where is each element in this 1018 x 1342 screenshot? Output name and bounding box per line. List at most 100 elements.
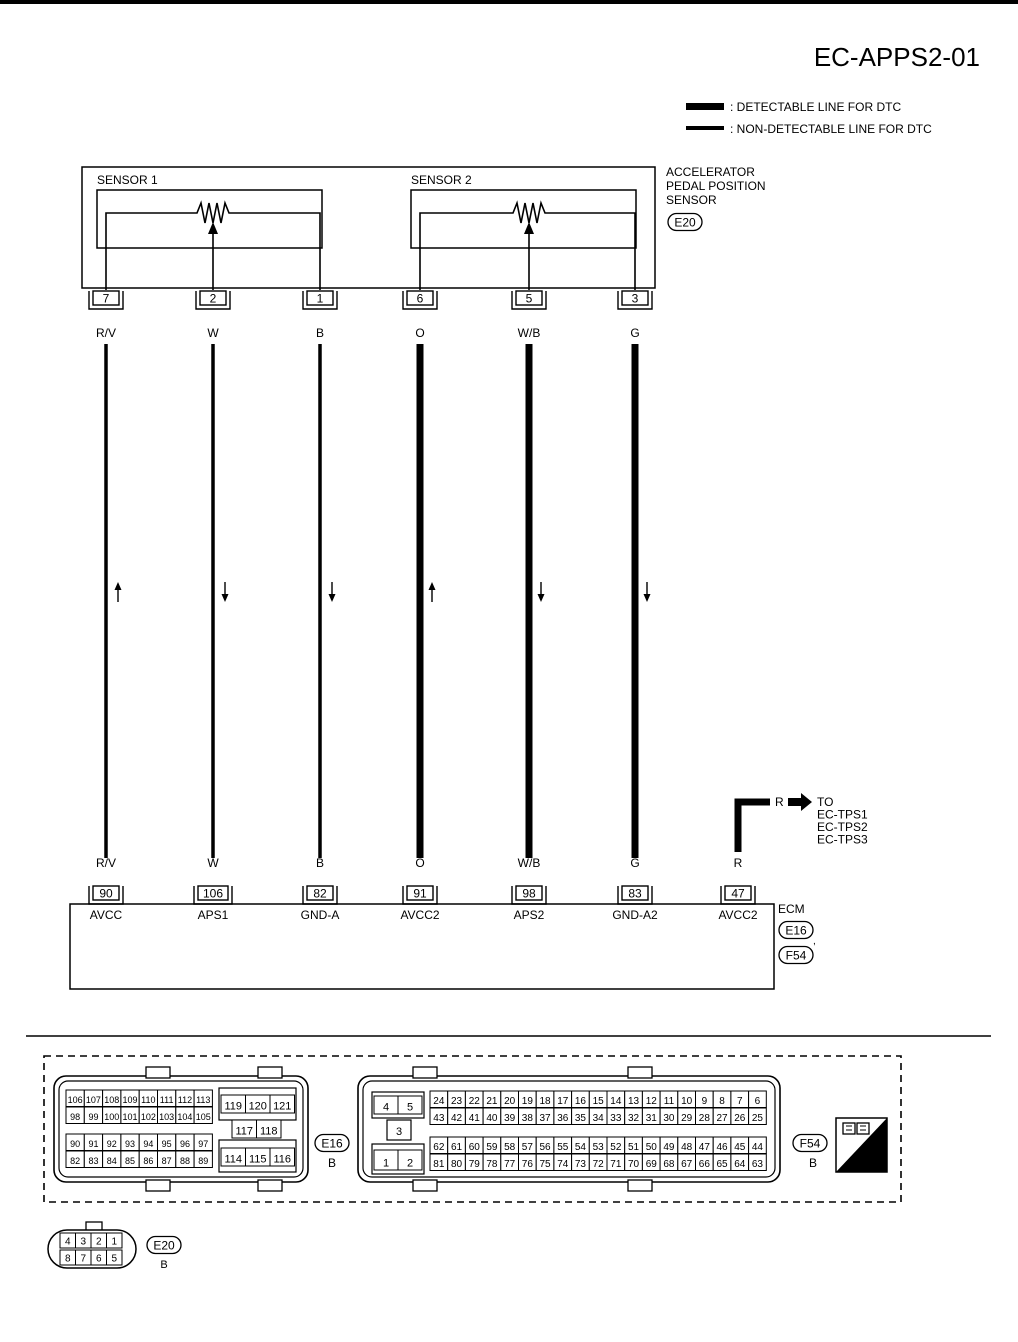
f54-row3-pin-80: 80 [451,1159,463,1170]
f54-row2-pin-53: 53 [593,1142,605,1153]
f54-row0-pin-23: 23 [451,1096,463,1107]
e16-row0-pin-106: 106 [68,1095,83,1105]
e16-row0-pin-109: 109 [123,1095,138,1105]
ecm-terminal-label-branch: AVCC2 [718,908,757,922]
e20-bottom-pin-8: 8 [65,1254,71,1265]
f54-row2-pin-59: 59 [486,1142,498,1153]
ecm-pin-106-box [197,885,229,901]
sensor2-wiper-arrow [524,222,534,234]
f54-row3-pin-72: 72 [593,1159,605,1170]
e16-block-top-pin-120: 120 [249,1101,267,1113]
e16-block-top-pin-119: 119 [224,1101,242,1113]
ecm-terminal-label-0: AVCC [90,908,123,922]
sensor-pin-1: 1 [317,292,324,306]
f54-row3-pin-68: 68 [663,1159,675,1170]
e16-row3-pin-88: 88 [180,1156,190,1166]
flow-arrow-down-4 [537,594,545,602]
f54-row3-pin-73: 73 [575,1159,587,1170]
e16-block-top-cell-121 [269,1094,295,1114]
f54-row0-pin-13: 13 [628,1096,640,1107]
hs-icon-diagonal [836,1118,887,1172]
e16-row1-cell-105 [193,1106,213,1124]
f54-row3-pin-71: 71 [610,1159,622,1170]
f54-row2-pin-50: 50 [646,1142,658,1153]
f54-row1-pin-41: 41 [469,1113,481,1124]
e16-row2-pin-95: 95 [162,1139,172,1149]
sensor-pin-5-bracket [511,291,547,310]
hs-icon-label: H.S. [849,1156,874,1171]
ecm-pin-91-box [406,885,434,901]
e16-row3-pin-86: 86 [143,1156,153,1166]
e16-row3-pin-85: 85 [125,1156,135,1166]
f54-row1-pin-35: 35 [575,1113,587,1124]
flow-arrow-up-0 [114,582,122,590]
ecm-pin-90-box [92,885,120,901]
f54-left-top-pin-5: 5 [407,1102,413,1114]
f54-row1-pin-40: 40 [486,1113,498,1124]
f54-left-bottom-cell-2 [397,1149,423,1171]
f54-row3-pin-78: 78 [486,1159,498,1170]
f54-row1-pin-27: 27 [716,1113,728,1124]
f54-row0-pin-20: 20 [504,1096,516,1107]
e16-block-mid-cell-118 [256,1119,282,1139]
sensor-connector-badge-frame [667,212,703,232]
e16-row0-pin-112: 112 [178,1095,192,1105]
branch-color-label: R [775,795,784,809]
sensor-pin-7-box [92,290,120,306]
f54-row1-pin-37: 37 [539,1113,551,1124]
f54-row2-pin-52: 52 [610,1142,622,1153]
wire-1 [211,344,215,858]
sensor-outer-box [81,166,656,289]
f54-row1-pin-39: 39 [504,1113,516,1124]
e16-body-tab-top-0 [145,1066,171,1079]
e16-row0-pin-107: 107 [86,1095,101,1105]
e20-view-badge-frame [146,1235,182,1255]
f54-view-color: B [809,1156,817,1170]
f54-body-tab-top-0 [412,1066,438,1079]
sensor-label-line-2: SENSOR [666,193,717,207]
e20-bottom-pin-6: 6 [96,1254,102,1265]
e16-row1-pin-100: 100 [104,1112,119,1122]
sensor2-potentiometer [419,200,636,290]
sensor-pin-7-bracket [88,291,124,310]
ecm-terminal-label-3: AVCC2 [400,908,439,922]
f54-left-top-cell-5 [397,1095,423,1115]
f54-row2-pin-48: 48 [681,1142,693,1153]
e16-row0-pin-113: 113 [196,1095,210,1105]
flow-arrow-down-2 [328,594,336,602]
ecm-pin-91: 91 [413,887,427,901]
ecm-pin-83-box [621,885,649,901]
e20-bottom-cell-5 [106,1249,123,1266]
f54-row2-pin-56: 56 [539,1142,551,1153]
f54-row2-pin-62: 62 [433,1142,445,1153]
f54-row0-pin-10: 10 [681,1096,693,1107]
f54-row2-pin-44: 44 [752,1142,764,1153]
f54-row2-pin-60: 60 [469,1142,481,1153]
f54-left-bottom-pin-1: 1 [383,1158,389,1170]
f54-row2-pin-49: 49 [663,1142,675,1153]
wire-5 [631,344,639,858]
wire-4 [525,344,533,858]
sensor2-label: SENSOR 2 [411,173,472,187]
f54-row3-pin-70: 70 [628,1159,640,1170]
ecm-pin-47: 47 [731,887,745,901]
hs-icon-glyph-lines [846,1125,866,1131]
wire-color-top-1: W [207,326,219,340]
f54-row1-cell-25 [748,1107,767,1125]
e16-row2-pin-94: 94 [143,1139,153,1149]
ecm-pin-106: 106 [203,887,223,901]
f54-row0-pin-22: 22 [469,1096,481,1107]
e16-block-mid-pin-118: 118 [260,1126,278,1138]
wire-color-top-5: G [630,326,639,340]
e16-block-bottom-pin-114: 114 [224,1154,242,1166]
f54-row3-pin-79: 79 [469,1159,481,1170]
ecm-pin-90: 90 [99,887,113,901]
e16-block-bottom-pin-116: 116 [273,1154,291,1166]
e16-row3-pin-84: 84 [107,1156,117,1166]
f54-row1-pin-30: 30 [663,1113,675,1124]
legend-detectable-label: : DETECTABLE LINE FOR DTC [730,100,901,114]
wire-color-bottom-4: W/B [518,856,541,870]
f54-row1-pin-32: 32 [628,1113,640,1124]
e16-row2-pin-96: 96 [180,1139,190,1149]
ecm-terminal-label-5: GND-A2 [612,908,658,922]
